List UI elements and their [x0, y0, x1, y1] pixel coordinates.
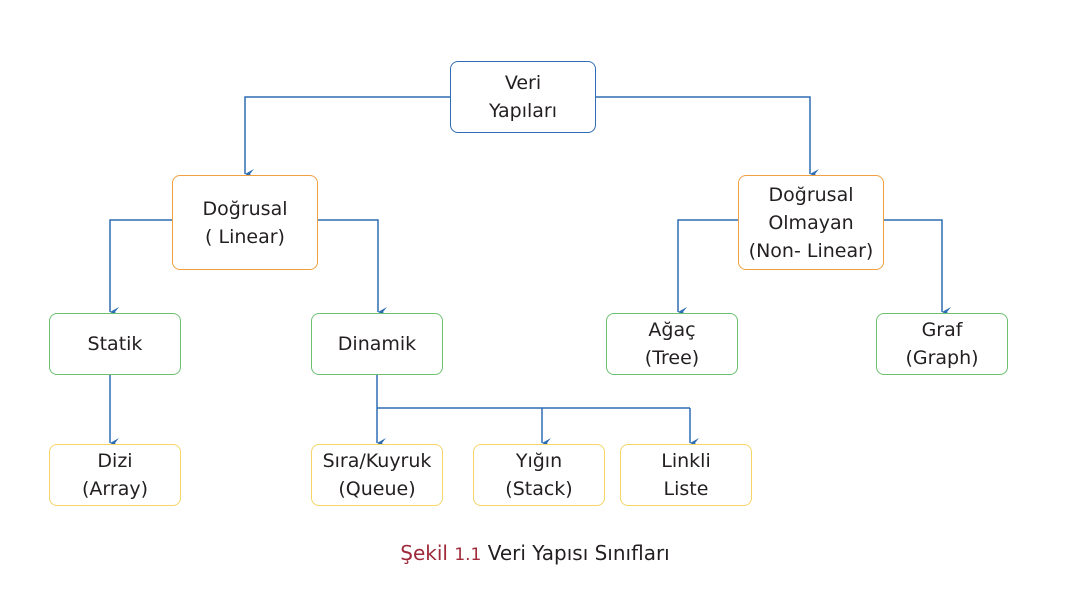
- node-label: (Stack): [505, 478, 573, 500]
- node-label: Olmayan: [768, 211, 854, 234]
- node-sira: Sıra/Kuyruk (Queue): [311, 444, 443, 506]
- node-veri-yapilari: Veri Yapıları: [450, 61, 596, 133]
- node-label: Sıra/Kuyruk: [322, 450, 432, 472]
- node-linear: Doğrusal ( Linear): [172, 175, 318, 270]
- node-label: Yığın: [515, 450, 563, 472]
- node-statik: Statik: [49, 313, 181, 375]
- edge-linear-dinamik: [318, 219, 387, 317]
- node-label: Doğrusal: [202, 197, 288, 220]
- node-graf: Graf (Graph): [876, 313, 1008, 375]
- edge-nonlinear-agac: [677, 219, 738, 317]
- node-label: (Non- Linear): [748, 239, 874, 262]
- caption-title: Veri Yapısı Sınıfları: [487, 541, 670, 565]
- node-label: (Queue): [338, 478, 416, 500]
- node-dinamik: Dinamik: [311, 313, 443, 375]
- node-dizi: Dizi (Array): [49, 444, 181, 506]
- node-label: Yapıları: [489, 100, 557, 122]
- caption-label: Şekil: [400, 541, 448, 565]
- edge-nonlinear-graf: [884, 219, 951, 317]
- figure-caption: Şekil 1.1 Veri Yapısı Sınıfları: [0, 541, 1070, 565]
- edge-root-nonlinear: [596, 96, 819, 179]
- node-label: Veri: [504, 72, 542, 94]
- node-label: Dizi: [97, 450, 133, 472]
- node-label: Liste: [663, 478, 709, 500]
- node-label: Doğrusal: [768, 183, 854, 206]
- node-linkli-liste: Linkli Liste: [620, 444, 752, 506]
- node-label: ( Linear): [205, 225, 285, 248]
- edge-linear-statik: [109, 219, 172, 317]
- node-yigin: Yığın (Stack): [473, 444, 605, 506]
- node-agac: Ağaç (Tree): [606, 313, 738, 375]
- node-nonlinear: Doğrusal Olmayan (Non- Linear): [738, 175, 884, 270]
- node-label: (Array): [82, 478, 148, 500]
- node-label: Ağaç: [648, 319, 696, 341]
- node-label: Statik: [87, 333, 143, 355]
- node-label: Graf: [921, 319, 963, 341]
- node-label: Linkli: [661, 450, 711, 472]
- edge-root-linear: [244, 96, 450, 179]
- node-label: (Graph): [905, 347, 979, 369]
- node-label: (Tree): [644, 347, 700, 369]
- caption-number: 1.1: [454, 545, 482, 565]
- node-label: Dinamik: [337, 333, 417, 355]
